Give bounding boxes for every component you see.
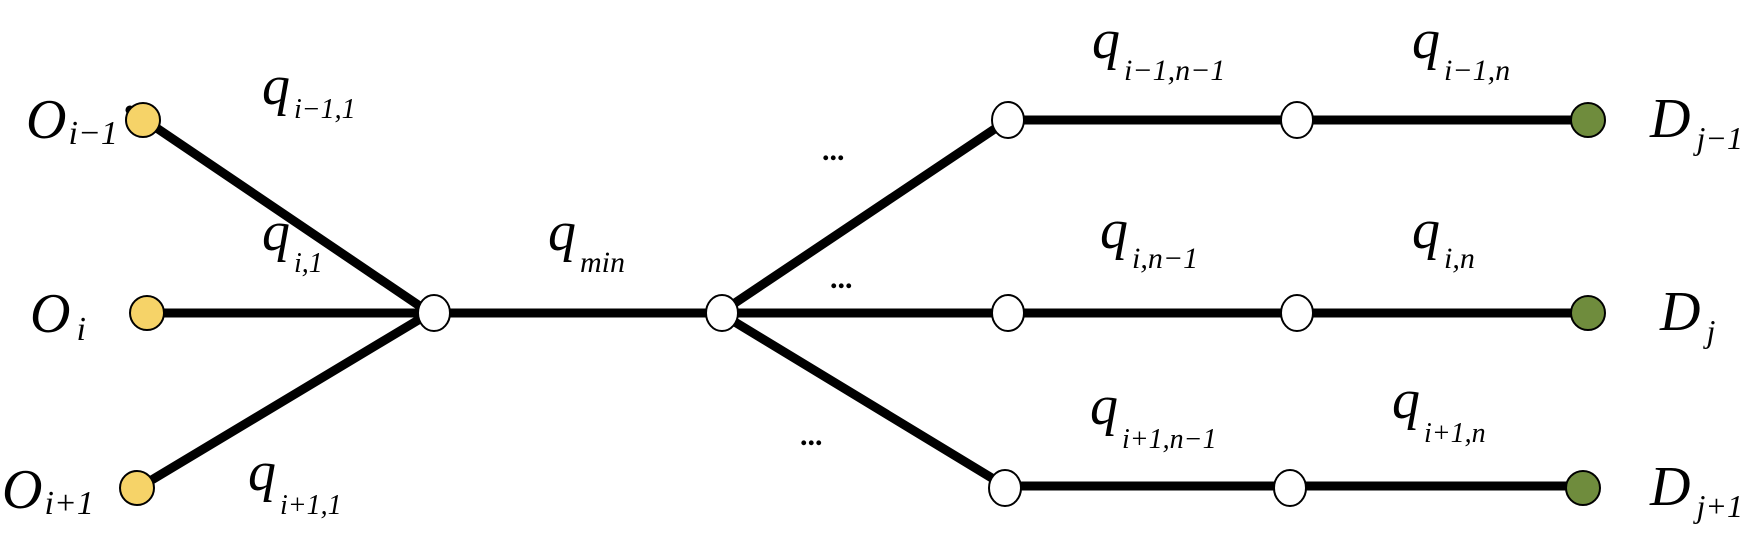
origin-node-mid: [129, 295, 165, 331]
ellipsis-top: ...: [822, 134, 845, 167]
junction-bot-2: [1273, 469, 1307, 507]
destination-node-bot: [1565, 470, 1601, 506]
origin-label-top: Oi−1: [26, 89, 118, 152]
origin-label-bot: Oi+1: [2, 459, 94, 522]
destination-node-top: [1570, 102, 1606, 138]
junction-bot-1: [988, 469, 1022, 507]
junction-top-2: [1280, 101, 1314, 139]
merge-junction-node: [417, 294, 451, 332]
destination-node-mid: [1570, 295, 1606, 331]
edges: [125, 105, 1590, 491]
ellipsis-mid: ...: [830, 262, 853, 295]
flow-label-bot-left: qi+1,1: [248, 441, 342, 521]
edge-split-to-bot: [715, 308, 1010, 491]
origin-node-top: [125, 102, 161, 138]
flow-label-bot-n: qi+1,n: [1392, 369, 1486, 449]
flow-label-mid-left: qi,1: [262, 201, 323, 279]
origin-node-bot: [119, 470, 155, 506]
nodes: [119, 101, 1606, 507]
split-junction-node: [705, 294, 739, 332]
junction-mid-1: [991, 294, 1025, 332]
flow-label-bot-n1: qi+1,n−1: [1090, 375, 1217, 455]
edge-origin-bot-to-merge: [140, 308, 435, 489]
junction-top-1: [991, 101, 1025, 139]
edge-origin-top-to-merge: [125, 105, 435, 318]
edge-split-to-top: [715, 115, 1013, 318]
junction-mid-2: [1280, 294, 1314, 332]
ellipsis-bot: ...: [800, 419, 823, 452]
